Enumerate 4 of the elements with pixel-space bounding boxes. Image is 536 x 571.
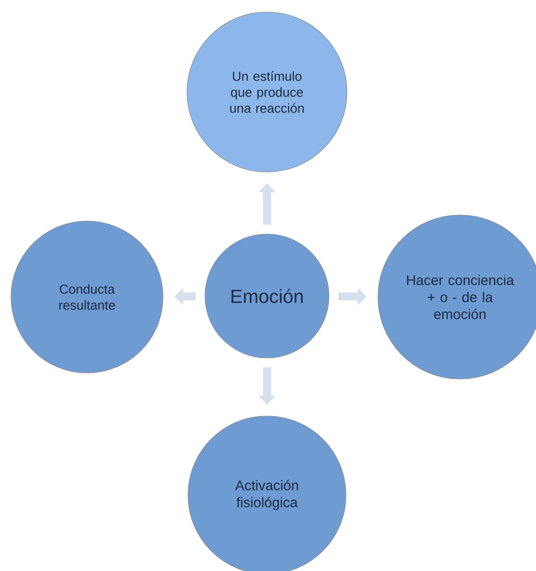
circle-node: Emoción [204, 234, 330, 358]
circle-node: Activación fisiológica [188, 416, 346, 571]
circle-node: Conducta resultante [10, 220, 164, 374]
circle-node: Un estímulo que produce una reacción [186, 12, 348, 172]
